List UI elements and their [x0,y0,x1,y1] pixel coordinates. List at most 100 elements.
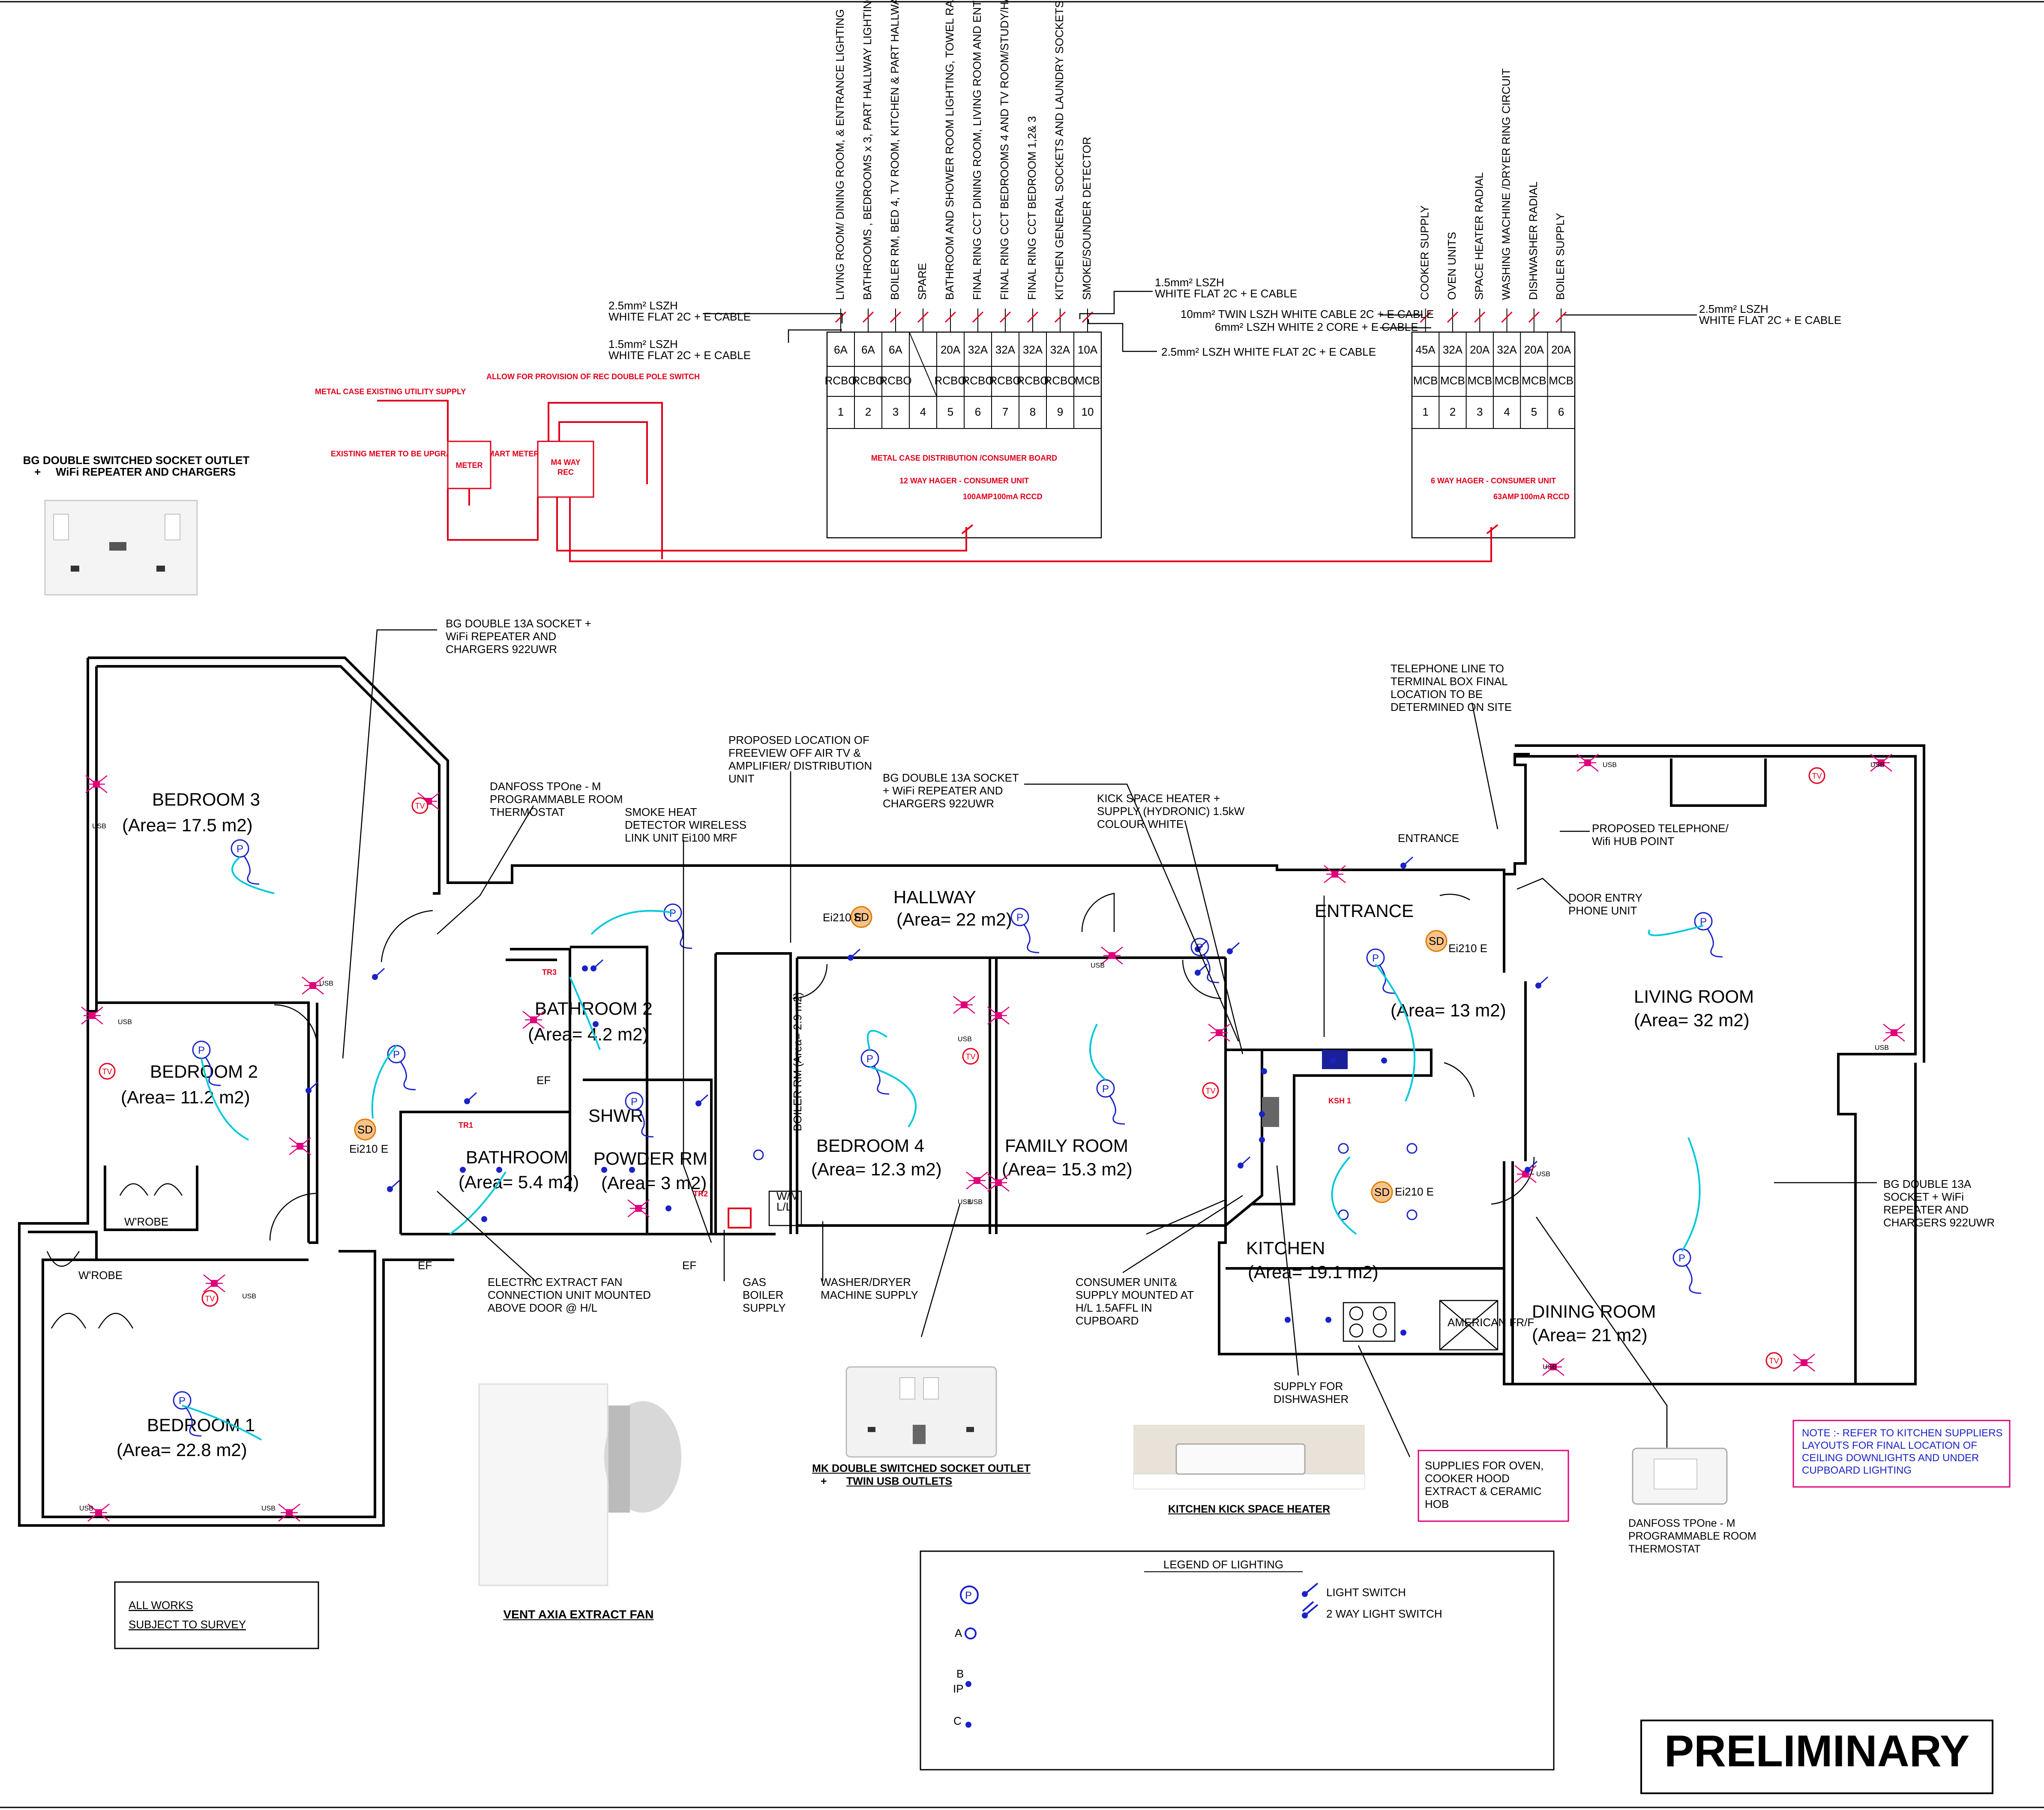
downlight-b-icon [460,1167,466,1173]
room-hallway-area: (Area= 22 m2) [896,909,1012,929]
pendant-light-tail [873,1066,890,1095]
callout-consumer-unit: CONSUMER UNIT& SUPPLY MOUNTED AT H/L 1.5… [1076,1276,1194,1327]
circuit-rating: 10A [1078,343,1098,356]
cb6-rccd: 100mA RCCD [1520,492,1569,501]
circuit-number: 1 [838,405,844,418]
cb12-cable-a2: WHITE FLAT 2C + E CABLE [608,310,751,323]
callouts [342,629,1877,1500]
downlight-c-icon [1259,1137,1265,1143]
pendant-light-tail [676,920,692,949]
mk-socket-sub: TWIN USB OUTLETS [846,1475,953,1487]
circuit-label: BATHROOMS , BEDROOMS x 3, PART HALLWAY L… [861,0,874,300]
tv-outlet-icon [1202,1082,1219,1099]
circuit-rating: 20A [941,343,961,356]
mk-socket-product [845,1366,997,1458]
socket-outlet-lines [627,1199,650,1217]
circuit-label: SMOKE/SOUNDER DETECTOR [1080,137,1093,300]
callout-hub: PROPOSED TELEPHONE/ Wifi HUB POINT [1592,822,1729,848]
smoke-detectors: SD Ei210 E SD Ei210 E SD Ei210 E SD Ei21… [349,906,1487,1203]
circuit-label: SPACE HEATER RADIAL [1472,172,1485,300]
room-dining-name: DINING ROOM [1532,1301,1656,1322]
socket-outlet-lines [1542,1358,1564,1376]
circuit-device: MCB [1440,374,1465,387]
circuit-label: FINAL RING CCT BEDROOMS 4 AND TV ROOM/ST… [998,0,1011,300]
cb12-cable-c2: WHITE FLAT 2C + E CABLE [1155,287,1297,300]
downlight-a-icon [753,1149,764,1160]
ef-label-2: EF [682,1259,696,1272]
circuit-rating: 20A [1524,343,1544,356]
switch-wiring-arc [869,1066,917,1128]
pendant-light-tail [1685,1265,1702,1294]
usb-label: USB [118,1019,132,1026]
sd-marker: SD Ei210 E [1371,1181,1434,1203]
pendant-light-glyph: P [179,1395,186,1407]
circuit-number: 1 [1422,405,1428,418]
american-fridge [1439,1300,1499,1351]
downlight-b-icon [593,1021,599,1027]
tv-outlet-icon [962,1048,979,1065]
circuit-device: MCB [1467,374,1492,387]
cb6-main-switch: 63AMP [1493,492,1519,501]
usb-label: USB [242,1293,256,1300]
socket-outlet-lines [1514,1165,1537,1183]
danfoss-product-title: DANFOSS TPOne - M PROGRAMMABLE ROOM THER… [1628,1517,1756,1555]
pendant-light-tail [638,1109,654,1138]
pendant-light-glyph: P [1372,953,1379,964]
legend-title: LEGEND OF LIGHTING [1163,1558,1283,1571]
pendant-light-tail [186,1408,202,1437]
circuit-number: 10 [1082,405,1094,418]
floor-plan-walls [18,656,1925,1527]
pendant-light-glyph: P [1700,916,1707,928]
switch-wiring-arc [182,1405,262,1441]
circuit-device: MCB [1495,374,1520,387]
supply-existing: METAL CASE EXISTING UTILITY SUPPLY [315,387,466,396]
tr1-label: TR1 [459,1121,473,1130]
vent-axia-title: VENT AXIA EXTRACT FAN [503,1608,654,1621]
socket-outlet-lines [1576,754,1599,772]
ef-label-1: EF [418,1259,432,1272]
callout-dishwasher: SUPPLY FOR DISHWASHER [1274,1380,1349,1405]
cb12-cable-b1: 1.5mm² LSZH [608,338,678,351]
light-switch-lever [593,959,604,969]
sd-text: SD [357,1123,373,1136]
light-switch-lever [1403,856,1414,866]
bg-socket-product: BG DOUBLE SWITCHED SOCKET OUTLET + WiFi … [23,454,249,596]
oven-callout-box [1418,1450,1569,1522]
switch-wiring-arc [201,1058,249,1141]
tv-outlet-icon [201,1290,219,1307]
room-bedroom-1-name: BEDROOM 1 [147,1415,255,1435]
circuit-rating: 6A [861,343,875,356]
usb-label: USB [1603,761,1617,769]
sd-ei-text: Ei210 E [1448,942,1487,955]
callout-oven: SUPPLIES FOR OVEN, COOKER HOOD EXTRACT &… [1425,1459,1544,1510]
socket-outlet-lines [81,1007,103,1025]
sd-ei-text: Ei210 E [823,911,862,924]
callout-danfoss: DANFOSS TPOne - M PROGRAMMABLE ROOM THER… [490,780,623,818]
tv-outlet-glyph: TV [1205,1087,1215,1095]
ll-label: L/L [776,1200,792,1213]
tv-outlet-icon [411,797,429,814]
preliminary-text: PRELIMINARY [1664,1726,1970,1776]
rec-box-line1: M4 WAY [551,458,580,467]
room-bedroom-3-name: BEDROOM 3 [152,789,260,809]
cb12-cable-b2: WHITE FLAT 2C + E CABLE [608,349,751,362]
room-bathroom-2-name: BATHROOM 2 [535,998,653,1019]
cb12-subtitle: 12 WAY HAGER - CONSUMER UNIT [899,476,1029,485]
room-bathroom-name: BATHROOM [466,1147,569,1167]
circuit-number: 8 [1030,405,1036,418]
usb-label: USB [1543,1363,1557,1371]
room-labels: BEDROOM 3 (Area= 17.5 m2) BEDROOM 2 (Are… [78,789,1754,1460]
vent-axia-product [478,1383,681,1586]
circuit-rating: 6A [834,343,848,356]
lighting-and-power-symbols: PPPPPPPPPPPPPTVTVTVTVTVTVTVUSBUSBUSBUSBU… [79,754,1905,1522]
circuit-label: BOILER SUPPLY [1554,213,1567,300]
circuit-number: 6 [975,405,981,418]
socket-outlet-lines [987,1174,1010,1192]
supply-rec-note: ALLOW FOR PROVISION OF REC DOUBLE POLE S… [486,372,700,381]
room-hallway-name: HALLWAY [893,887,976,907]
light-switch-lever [389,1180,400,1190]
